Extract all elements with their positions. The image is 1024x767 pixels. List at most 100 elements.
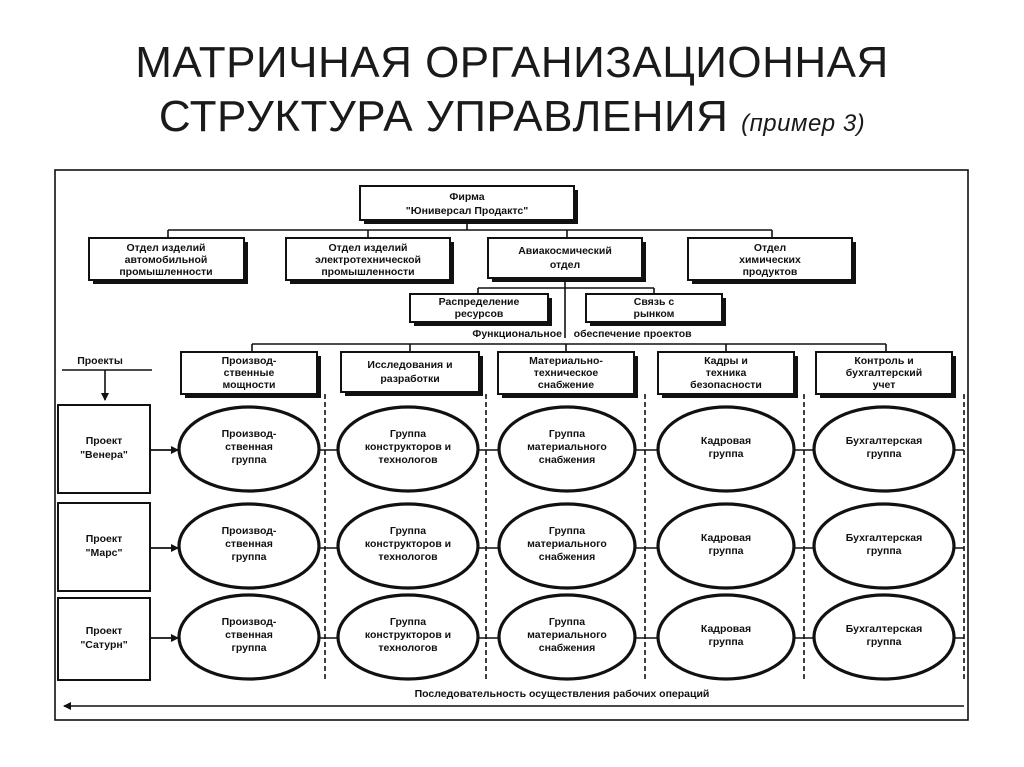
group-line-1: Кадровая xyxy=(701,623,751,635)
group-ellipse-supply-mars: Группа материального снабжения xyxy=(497,502,637,590)
group-ellipse-design-venera: Группа конструкторов и технологов xyxy=(336,405,480,493)
group-line-2: ственная xyxy=(225,441,273,453)
department-box-electro: Отдел изделий электротехнической промышл… xyxy=(285,237,454,284)
project-box-saturn: Проект "Сатурн" xyxy=(57,597,151,681)
group-ellipse-supply-saturn: Группа материального снабжения xyxy=(497,593,637,681)
group-line-1: Группа xyxy=(390,616,426,628)
project-line-2: "Марс" xyxy=(86,547,123,559)
group-line-3: технологов xyxy=(378,454,438,466)
functional-support-label: Функциональное обеспечение проектов xyxy=(472,328,692,340)
group-line-2: конструкторов и xyxy=(365,441,451,453)
group-ellipse-accounting-venera: Бухгалтерская группа xyxy=(812,405,956,493)
group-line-2: группа xyxy=(708,545,743,557)
group-line-3: снабжения xyxy=(539,551,595,563)
group-line-1: Бухгалтерская xyxy=(846,532,923,544)
sub-unit-line-1: Распределение xyxy=(439,296,520,308)
function-box-accounting: Контроль и бухгалтерский учет xyxy=(815,351,956,398)
sub-unit-line-1: Связь с xyxy=(634,296,675,308)
sub-unit-box-resources: Распределение ресурсов xyxy=(409,293,552,326)
group-line-2: материального xyxy=(527,441,607,453)
sub-unit-line-2: рынком xyxy=(634,308,675,320)
function-line-3: учет xyxy=(873,379,896,391)
group-line-2: материального xyxy=(527,538,607,550)
title-line-1: МАТРИЧНАЯ ОРГАНИЗАЦИОННАЯ xyxy=(135,38,889,87)
outer-frame xyxy=(54,169,969,721)
group-line-1: Группа xyxy=(549,616,585,628)
group-line-1: Бухгалтерская xyxy=(846,623,923,635)
function-line-1: Материально- xyxy=(529,355,603,367)
work-sequence-label: Последовательность осуществления рабочих… xyxy=(415,688,710,700)
title-suffix: (пример 3) xyxy=(741,110,866,137)
group-ellipse-hr-mars: Кадровая группа xyxy=(656,502,796,590)
group-line-1: Бухгалтерская xyxy=(846,435,923,447)
title-line-2: СТРУКТУРА УПРАВЛЕНИЯ (пример 3) xyxy=(0,90,1024,151)
group-line-2: конструкторов и xyxy=(365,538,451,550)
group-line-1: Группа xyxy=(549,525,585,537)
group-ellipse-design-mars: Группа конструкторов и технологов xyxy=(336,502,480,590)
function-box-supply: Материально- техническое снабжение xyxy=(497,351,638,398)
function-line-2: разработки xyxy=(380,373,439,385)
department-line-1: Отдел изделий xyxy=(328,242,407,254)
projects-label: Проекты xyxy=(77,355,123,367)
sub-unit-box-market: Связь с рынком xyxy=(585,293,726,326)
function-line-2: ственные xyxy=(224,367,275,379)
function-line-2: бухгалтерский xyxy=(846,367,922,379)
group-ellipse-production-venera: Производ- ственная группа xyxy=(177,405,321,493)
group-ellipse-hr-venera: Кадровая группа xyxy=(656,405,796,493)
department-box-chemical: Отдел химических продуктов xyxy=(687,237,856,284)
department-line-3: продуктов xyxy=(743,266,798,278)
department-line-3: промышленности xyxy=(321,266,414,278)
group-line-3: группа xyxy=(231,454,266,466)
project-box-mars: Проект "Марс" xyxy=(57,502,151,592)
function-box-research: Исследования и разработки xyxy=(340,351,483,396)
group-ellipse-accounting-saturn: Бухгалтерская группа xyxy=(812,593,956,681)
group-line-1: Производ- xyxy=(222,428,277,440)
group-line-3: группа xyxy=(231,642,266,654)
function-box-hr: Кадры и техника безопасности xyxy=(657,351,798,398)
group-line-3: технологов xyxy=(378,551,438,563)
function-line-3: безопасности xyxy=(690,379,762,391)
function-line-2: техническое xyxy=(534,367,599,379)
function-line-1: Производ- xyxy=(222,355,277,367)
department-line-2: автомобильной xyxy=(125,254,208,266)
group-line-1: Группа xyxy=(549,428,585,440)
group-ellipse-production-saturn: Производ- ственная группа xyxy=(177,593,321,681)
department-line-1: Авиакосмический xyxy=(518,245,612,257)
group-line-3: снабжения xyxy=(539,642,595,654)
group-line-2: конструкторов и xyxy=(365,629,451,641)
project-line-2: "Сатурн" xyxy=(80,639,127,651)
group-line-3: группа xyxy=(231,551,266,563)
group-ellipse-hr-saturn: Кадровая группа xyxy=(656,593,796,681)
department-line-1: Отдел xyxy=(754,242,786,254)
group-line-2: ственная xyxy=(225,629,273,641)
project-line-1: Проект xyxy=(86,625,123,637)
group-line-2: материального xyxy=(527,629,607,641)
firm-line-1: Фирма xyxy=(449,191,484,203)
group-line-3: технологов xyxy=(378,642,438,654)
group-ellipse-design-saturn: Группа конструкторов и технологов xyxy=(336,593,480,681)
department-box-auto: Отдел изделий автомобильной промышленнос… xyxy=(88,237,248,284)
group-line-2: группа xyxy=(866,636,901,648)
department-line-1: Отдел изделий xyxy=(126,242,205,254)
department-line-3: промышленности xyxy=(119,266,212,278)
group-ellipse-supply-venera: Группа материального снабжения xyxy=(497,405,637,493)
group-line-1: Производ- xyxy=(222,616,277,628)
function-line-3: мощности xyxy=(223,379,276,391)
function-box-production: Производ- ственные мощности xyxy=(180,351,321,398)
group-line-1: Группа xyxy=(390,428,426,440)
firm-line-2: "Юниверсал Продактс" xyxy=(406,205,528,217)
group-ellipse-accounting-mars: Бухгалтерская группа xyxy=(812,502,956,590)
function-line-1: Кадры и xyxy=(704,355,748,367)
group-line-2: группа xyxy=(866,448,901,460)
department-line-2: отдел xyxy=(550,259,580,271)
group-ellipse-production-mars: Производ- ственная группа xyxy=(177,502,321,590)
function-line-2: техника xyxy=(706,367,747,379)
group-line-1: Группа xyxy=(390,525,426,537)
group-line-3: снабжения xyxy=(539,454,595,466)
title-line-2-text: СТРУКТУРА УПРАВЛЕНИЯ xyxy=(158,92,729,141)
function-line-1: Исследования и xyxy=(367,359,452,371)
group-line-1: Кадровая xyxy=(701,435,751,447)
firm-box: Фирма "Юниверсал Продактс" xyxy=(359,185,578,224)
sub-unit-line-2: ресурсов xyxy=(455,308,504,320)
